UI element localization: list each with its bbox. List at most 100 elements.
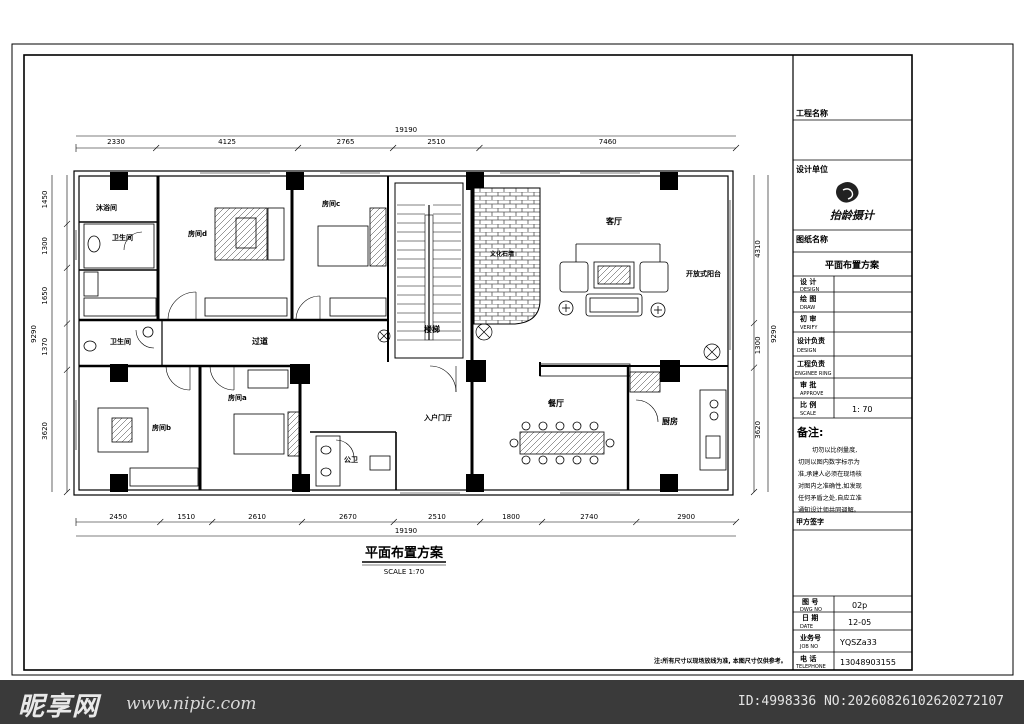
room-label-shower: 沐浴间: [96, 203, 117, 212]
client-sign-label: 甲方签字: [796, 517, 824, 526]
engineer-label-en: ENGINEE RING: [795, 371, 832, 377]
room-label-public-wc: 公卫: [344, 456, 358, 464]
windows: [75, 172, 731, 494]
dwg-value: 02p: [852, 601, 867, 610]
tel-value: 13048903155: [840, 658, 896, 667]
room-label-dining: 餐厅: [547, 398, 564, 408]
room-label-entry: 入户门厅: [423, 413, 452, 422]
verify-label: 初 审: [800, 314, 816, 323]
job-label: 业务号: [800, 633, 821, 642]
plan-title: 平面布置方案: [365, 545, 444, 561]
dim-left-0: 1450: [41, 191, 49, 209]
dim-bottom-4: 2510: [428, 513, 446, 521]
remarks-line: 任何矛盾之处,自应立准: [798, 494, 862, 502]
job-value: YQSZa33: [839, 638, 877, 647]
engineer-label: 工程负责: [797, 359, 825, 368]
drawing-name: 平面布置方案: [825, 259, 880, 271]
chief-label: 设计负责: [797, 336, 825, 345]
room-label-balcony: 开放式阳台: [686, 269, 721, 278]
dim-left-total: 9290: [30, 325, 38, 343]
room-label-feature-wall: 文化石墙: [489, 250, 514, 258]
date-label: 日 期: [802, 613, 818, 622]
dining-table: [509, 421, 615, 465]
doors: [123, 231, 659, 459]
room-label-bedroom-a: 房间a: [228, 393, 247, 402]
date-value: 12-05: [848, 618, 871, 627]
dim-left-4: 3620: [41, 422, 49, 440]
remarks-line: 切勿以比例量度,: [812, 446, 857, 454]
dwg-label-en: DWG NO: [800, 607, 822, 613]
dim-right-2: 3620: [754, 421, 762, 439]
dim-top-0: 2330: [107, 138, 125, 146]
structural-columns: [110, 172, 680, 492]
room-label-kitchen: 厨房: [662, 416, 678, 426]
draw-label-en: DRAW: [800, 305, 815, 311]
watermark-footer: 昵享网 www.nipic.com ID:4998336 NO:20260826…: [0, 680, 1024, 724]
room-label-bedroom-b: 房间b: [152, 423, 171, 432]
dwg-label: 图 号: [802, 597, 818, 606]
design-unit-label: 设计单位: [796, 164, 828, 174]
logo-text: 抬龄摄计: [830, 209, 876, 222]
dim-bottom-2: 2610: [248, 513, 266, 521]
walls: [73, 170, 734, 496]
bedroom-furniture: [83, 207, 387, 487]
title-block: [793, 119, 912, 670]
dim-left-3: 1370: [41, 338, 49, 356]
scale-label: 比 例: [800, 400, 816, 409]
draw-label: 绘 图: [800, 294, 816, 303]
plant-icon: [377, 323, 721, 361]
plan-note: 注:所有尺寸以现场放线为准, 本图尺寸仅供参考。: [654, 657, 787, 665]
room-label-bath2: 卫生间: [110, 337, 131, 346]
dim-bottom-7: 2900: [677, 513, 695, 521]
dim-top-4: 7460: [599, 138, 617, 146]
dim-top-3: 2510: [427, 138, 445, 146]
dim-bottom-3: 2670: [339, 513, 357, 521]
image-id: ID:4998336 NO:20260826102620272107: [737, 694, 1004, 709]
plan-scale: SCALE 1:70: [384, 568, 424, 576]
approve-label-en: APPROVE: [800, 391, 823, 397]
remarks-text: 切勿以比例量度, 切则以图内数字标示为准,承建人必须在现场核对图内之准确性,如发现…: [798, 446, 862, 514]
dim-bottom-5: 1800: [502, 513, 520, 521]
room-label-living: 客厅: [605, 216, 622, 226]
dim-left-2: 1650: [41, 287, 49, 305]
drawing-name-label: 图纸名称: [796, 234, 828, 244]
dimension-lines: [51, 135, 769, 537]
job-label-en: JOB NO: [799, 644, 818, 650]
dim-left-1: 1300: [41, 237, 49, 255]
design-label: 设 计: [800, 277, 816, 286]
brick-feature-wall: [473, 187, 541, 325]
scale-label-en: SCALE: [800, 411, 816, 417]
living-room-furniture: [558, 243, 669, 318]
remarks-line: 准,承建人必须在现场核: [798, 470, 862, 478]
dim-total-top: 19190: [395, 126, 417, 134]
room-label-bath1: 卫生间: [112, 233, 133, 242]
verify-label-en: VERIFY: [800, 325, 818, 331]
tel-label-en: TELEPHONE: [795, 664, 826, 670]
chief-label-en: DESIGN: [797, 348, 817, 354]
room-label-bedroom-c: 房间c: [322, 199, 340, 208]
project-label: 工程名称: [796, 108, 828, 118]
designer-logo: 抬龄摄计: [830, 182, 876, 222]
dim-bottom-1: 1510: [177, 513, 195, 521]
watermark-url: www.nipic.com: [126, 694, 257, 714]
dim-right-1: 1300: [754, 336, 762, 354]
watermark-logo: 昵享网: [18, 692, 100, 722]
kitchen-counter: [539, 363, 727, 471]
dim-top-2: 2765: [337, 138, 355, 146]
room-label-stairs: 楼梯: [424, 324, 440, 334]
remarks-line: 通知设计师共同调解。: [798, 506, 860, 514]
remarks-label: 备注:: [796, 425, 823, 439]
remarks-line: 切则以图内数字标示为: [798, 458, 860, 466]
room-label-corridor: 过道: [252, 336, 268, 346]
tel-label: 电 话: [800, 654, 816, 663]
floor-plan-sheet: 工程名称 设计单位 图纸名称 平面布置方案 抬龄摄计 设 计 DESIGN 绘 …: [11, 43, 1014, 676]
date-label-en: DATE: [800, 624, 813, 630]
dim-total-bottom: 19190: [395, 527, 417, 535]
staircase: [394, 182, 464, 359]
dim-right-0: 4310: [754, 240, 762, 258]
dim-bottom-0: 2450: [109, 513, 127, 521]
room-label-bedroom-d: 房间d: [188, 229, 207, 238]
dim-right-total: 9290: [770, 325, 778, 343]
design-label-en: DESIGN: [800, 287, 820, 293]
remarks-line: 对图内之准确性,如发现: [798, 482, 862, 490]
